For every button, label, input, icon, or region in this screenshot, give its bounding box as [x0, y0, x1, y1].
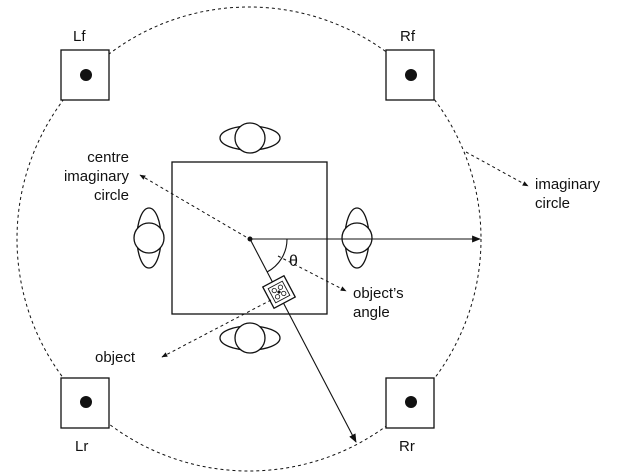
object-label: object: [95, 349, 136, 366]
speaker-left-rear: [60, 377, 110, 429]
speaker-lf-label: Lf: [73, 28, 86, 45]
speaker-rf-label: Rf: [400, 28, 416, 45]
listener-bottom-icon: [219, 322, 281, 354]
speaker-lr-label: Lr: [75, 438, 88, 455]
speaker-right-front: [385, 49, 435, 101]
object-pointer-arrow: [161, 299, 272, 358]
object-icon: [261, 274, 297, 310]
angle-label-line1: object’s: [353, 285, 404, 302]
speaker-left-front: [60, 49, 110, 101]
centre-point: [247, 236, 253, 242]
listener-right-icon: [341, 207, 373, 269]
angle-arc: [266, 238, 288, 273]
listener-left-icon: [133, 207, 165, 269]
speaker-rr-label: Rr: [399, 438, 415, 455]
angle-label-line2: angle: [353, 304, 390, 321]
angle-pointer-arrow: [277, 255, 347, 292]
listener-top-icon: [219, 122, 281, 154]
imaginary-circle-label-line1: imaginary: [535, 176, 601, 193]
speaker-right-rear: [385, 377, 435, 429]
imaginary-circle-pointer-arrow: [465, 151, 529, 187]
seating-area-square: [171, 161, 328, 315]
centre-label-line3: circle: [94, 187, 129, 204]
imaginary-circle-label-line2: circle: [535, 195, 570, 212]
centre-label-line1: centre: [87, 149, 129, 166]
centre-pointer-arrow: [139, 174, 247, 238]
imaginary-circle: [16, 6, 482, 472]
object-direction-arrow: [249, 238, 357, 443]
theta-label: θ: [289, 253, 298, 270]
centre-label-line2: imaginary: [64, 168, 130, 185]
